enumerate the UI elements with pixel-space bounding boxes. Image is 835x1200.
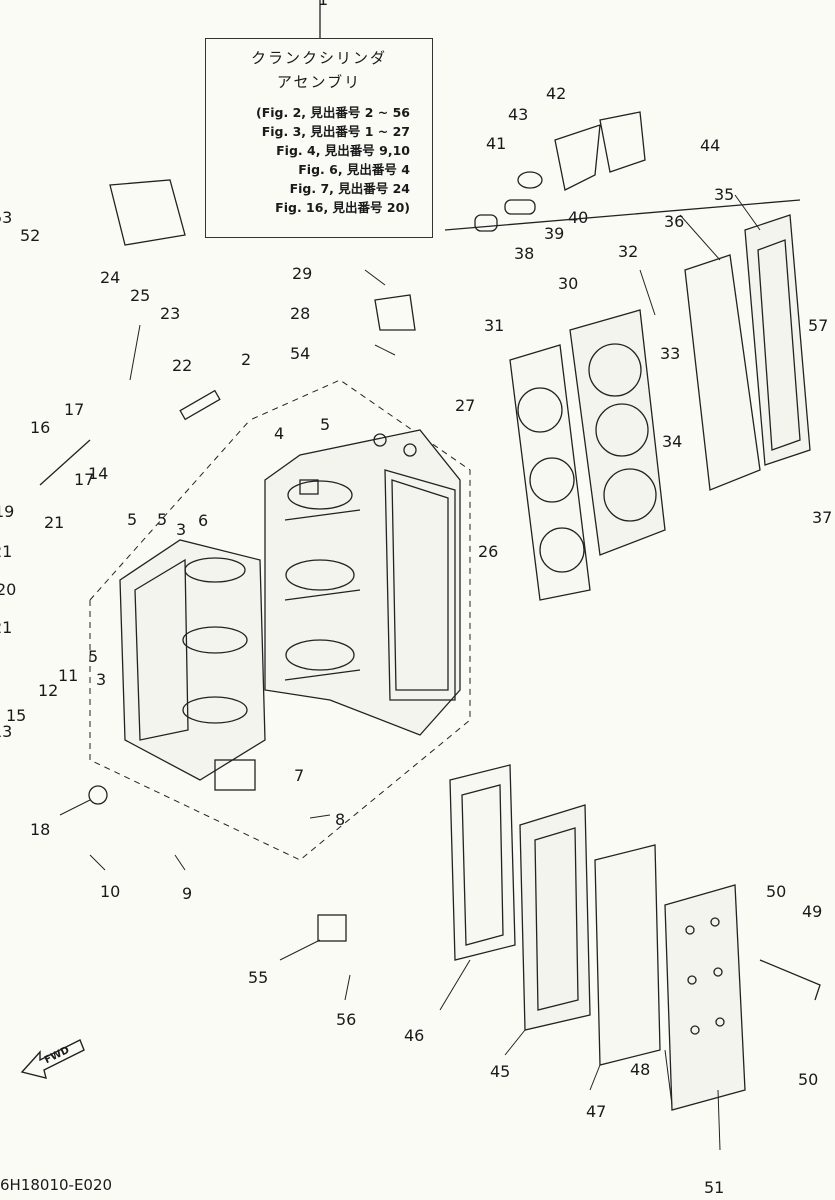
part-label-12: 12 (38, 681, 59, 700)
plug-part (88, 785, 108, 805)
part-label-2: 2 (241, 350, 252, 369)
part-label-15: 15 (6, 706, 27, 725)
part-label-5: 5 (320, 415, 331, 434)
part-label-49: 49 (802, 902, 823, 921)
exhaust-outer-gasket (594, 844, 661, 1066)
part-label-39: 39 (544, 224, 565, 243)
part-label-27: 27 (455, 396, 476, 415)
cylinder-head-gasket (509, 344, 591, 601)
part-label-8: 8 (335, 810, 346, 829)
part-label-21: 21 (0, 542, 13, 561)
clamp-part (374, 294, 416, 331)
cylinder-head (569, 309, 666, 556)
thermostat-group (444, 111, 801, 232)
bracket-part (109, 179, 186, 246)
assembly-callout-box: クランクシリンダ アセンブリ (Fig. 2, 見出番号 2 ~ 56 Fig.… (205, 38, 433, 238)
part-label-52: 52 (20, 226, 41, 245)
part-label-25: 25 (130, 286, 151, 305)
part-label-42: 42 (546, 84, 567, 103)
part-label-11: 11 (58, 666, 79, 685)
part-label-19: 19 (0, 502, 15, 521)
assembly-dashed-outline (89, 379, 471, 861)
part-label-51: 51 (704, 1178, 725, 1197)
part-label-35: 35 (714, 185, 735, 204)
part-label-30: 30 (558, 274, 579, 293)
part-label-14: 14 (88, 464, 109, 483)
part-label-36: 36 (664, 212, 685, 231)
part-label-46: 46 (404, 1026, 425, 1045)
part-label-44: 44 (700, 136, 721, 155)
part-label-18: 18 (30, 820, 51, 839)
part-label-21: 21 (0, 618, 13, 637)
part-label-4: 4 (274, 424, 285, 443)
part-label-34: 34 (662, 432, 683, 451)
part-label-10: 10 (100, 882, 121, 901)
part-label-47: 47 (586, 1102, 607, 1121)
part-label-17: 17 (74, 470, 95, 489)
head-cover (744, 214, 811, 466)
exhaust-inner-cover (519, 804, 591, 1031)
part-label-5: 5 (127, 510, 138, 529)
exhaust-outer-cover (664, 884, 746, 1111)
part-label-6: 6 (198, 511, 209, 530)
part-label-55: 55 (248, 968, 269, 987)
part-label-17: 17 (64, 400, 85, 419)
part-label-28: 28 (290, 304, 311, 323)
callout-reference-list: (Fig. 2, 見出番号 2 ~ 56 Fig. 3, 見出番号 1 ~ 27… (206, 103, 432, 217)
leader-lines (59, 194, 761, 1151)
callout-ref-line: Fig. 3, 見出番号 1 ~ 27 (261, 124, 410, 139)
part-label-26: 26 (478, 542, 499, 561)
part-label-53: 53 (0, 208, 13, 227)
callout-ref-line: Fig. 7, 見出番号 24 (289, 181, 410, 196)
part-label-50: 50 (766, 882, 787, 901)
part-label-16: 16 (30, 418, 51, 437)
part-label-21: 21 (44, 513, 65, 532)
part-label-50: 50 (798, 1070, 819, 1089)
part-label-56: 56 (336, 1010, 357, 1029)
part-label-31: 31 (484, 316, 505, 335)
part-label-20: 20 (0, 580, 17, 599)
callout-ref-line: Fig. 6, 見出番号 4 (298, 162, 410, 177)
part-label-5: 5 (157, 510, 168, 529)
part-label-7: 7 (294, 766, 305, 785)
part-label-9: 9 (182, 884, 193, 903)
bracket-small (317, 914, 347, 942)
hose-part (759, 959, 821, 1001)
drawing-code: 6H18010-E020 (0, 1176, 113, 1194)
part-label-29: 29 (292, 264, 313, 283)
head-cover-gasket (684, 254, 761, 491)
callout-title-line2: アセンブリ (276, 73, 362, 91)
part-label-45: 45 (490, 1062, 511, 1081)
part-label-3: 3 (176, 520, 187, 539)
part-label-22: 22 (172, 356, 193, 375)
callout-ref-line: Fig. 16, 見出番号 20) (275, 200, 410, 215)
part-label-23: 23 (160, 304, 181, 323)
part-label-13: 13 (0, 722, 13, 741)
part-label-37: 37 (812, 508, 833, 527)
exhaust-gasket (449, 764, 516, 961)
part-label-33: 33 (660, 344, 681, 363)
callout-ref-line: (Fig. 2, 見出番号 2 ~ 56 (255, 105, 410, 120)
part-label-41: 41 (486, 134, 507, 153)
part-label-32: 32 (618, 242, 639, 261)
stud-bolt (179, 389, 221, 421)
part-label-1: 1 (318, 0, 328, 8)
hose-left (39, 439, 91, 486)
crankcase (119, 539, 266, 791)
part-label-24: 24 (100, 268, 121, 287)
part-label-3: 3 (96, 670, 107, 689)
cylinder-block (264, 429, 461, 736)
part-label-43: 43 (508, 105, 529, 124)
part-label-40: 40 (568, 208, 589, 227)
callout-title-line1: クランクシリンダ (250, 49, 387, 67)
part-label-54: 54 (290, 344, 311, 363)
callout-ref-line: Fig. 4, 見出番号 9,10 (276, 143, 410, 158)
part-label-57: 57 (808, 316, 829, 335)
part-label-5: 5 (88, 647, 99, 666)
part-label-38: 38 (514, 244, 535, 263)
part-label-48: 48 (630, 1060, 651, 1079)
fwd-arrow-icon: FWD (18, 1030, 88, 1080)
